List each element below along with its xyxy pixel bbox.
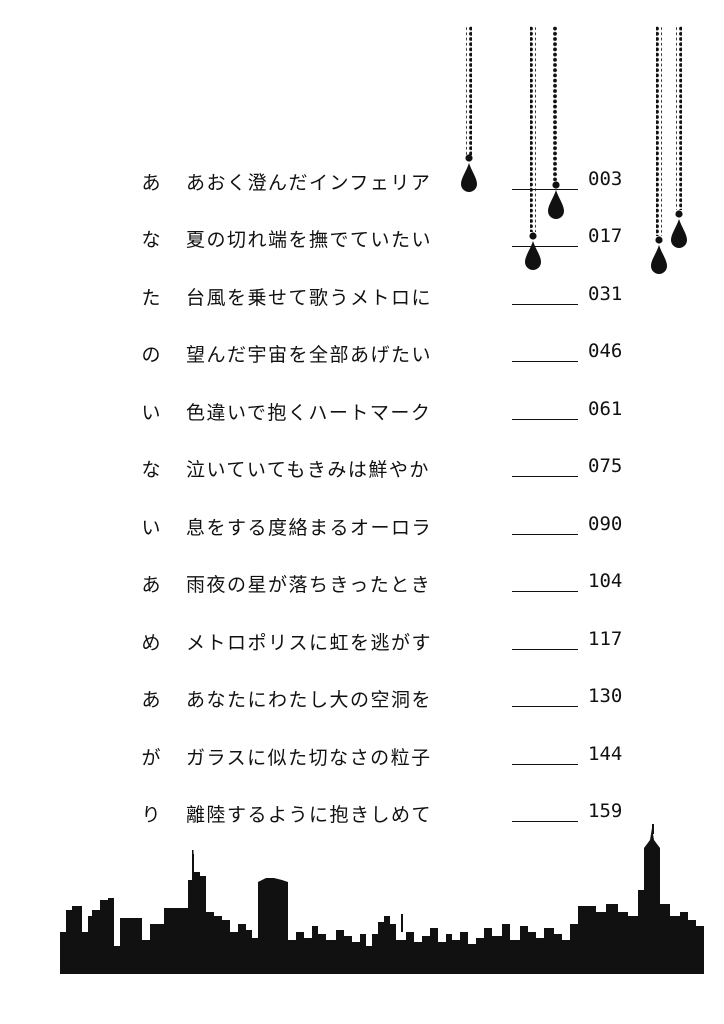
- toc-entry: め メトロポリスに虹を逃がす 117: [0, 620, 724, 660]
- page-number: 130: [588, 685, 623, 707]
- drop-chain-3: [548, 26, 564, 219]
- page-number: 017: [588, 225, 623, 247]
- teardrop-icon: [461, 163, 477, 192]
- toc-entry: が ガラスに似た切なさの粒子 144: [0, 735, 724, 775]
- teardrop-icon: [651, 245, 667, 274]
- skyline-antenna: [192, 850, 194, 858]
- acrostic-initial: め: [141, 632, 161, 654]
- drop-chain-4: [651, 26, 667, 274]
- leader-line: [512, 821, 578, 822]
- acrostic-initial: り: [141, 804, 161, 826]
- leader-line: [512, 591, 578, 592]
- drop-chain-1: [461, 26, 477, 192]
- acrostic-initial: い: [141, 517, 161, 539]
- chapter-title: あおく澄んだインフェリア: [186, 172, 432, 194]
- chapter-title: メトロポリスに虹を逃がす: [186, 632, 433, 654]
- leader-line: [512, 764, 578, 765]
- chapter-title: 望んだ宇宙を全部あげたい: [186, 344, 433, 366]
- page-number: 046: [588, 340, 623, 362]
- chapter-title: 雨夜の星が落ちきったとき: [186, 574, 432, 596]
- toc-entry: な 夏の切れ端を撫でていたい 017: [0, 217, 724, 257]
- chapter-title: 息をする度絡まるオーロラ: [186, 517, 433, 539]
- page-number: 075: [588, 455, 623, 477]
- chapter-title: 色違いで抱くハートマーク: [186, 402, 432, 424]
- chapter-title: 夏の切れ端を撫でていたい: [186, 229, 433, 251]
- teardrop-icon: [671, 219, 687, 248]
- leader-line: [512, 189, 578, 190]
- toc-entry: あ あおく澄んだインフェリア 003: [0, 160, 724, 200]
- skyline-antenna: [652, 824, 654, 834]
- skyline-shape: [60, 828, 704, 974]
- chapter-title: 離陸するように抱きしめて: [186, 804, 433, 826]
- chapter-title: あなたにわたし大の空洞を: [186, 689, 433, 711]
- city-skyline-silhouette: [60, 824, 704, 974]
- toc-entry: い 息をする度絡まるオーロラ 090: [0, 505, 724, 545]
- drop-chain-5: [671, 26, 687, 248]
- toc-entry: な 泣いていてもきみは鮮やか 075: [0, 447, 724, 487]
- leader-line: [512, 706, 578, 707]
- toc-entry: あ あなたにわたし大の空洞を 130: [0, 677, 724, 717]
- acrostic-initial: あ: [141, 689, 161, 711]
- page-number: 090: [588, 513, 623, 535]
- drop-chain-2: [525, 26, 541, 270]
- teardrop-icon: [548, 190, 564, 219]
- page-number: 061: [588, 398, 623, 420]
- acrostic-initial: い: [141, 402, 161, 424]
- leader-line: [512, 534, 578, 535]
- leader-line: [512, 304, 578, 305]
- leader-line: [512, 476, 578, 477]
- leader-line: [512, 649, 578, 650]
- leader-line: [512, 419, 578, 420]
- acrostic-initial: な: [141, 459, 161, 481]
- page-number: 117: [588, 628, 623, 650]
- acrostic-initial: な: [141, 229, 161, 251]
- toc-entry: い 色違いで抱くハートマーク 061: [0, 390, 724, 430]
- toc-entry: た 台風を乗せて歌うメトロに 031: [0, 275, 724, 315]
- chapter-title: 台風を乗せて歌うメトロに: [186, 287, 433, 309]
- page-number: 031: [588, 283, 623, 305]
- leader-line: [512, 246, 578, 247]
- leader-line: [512, 361, 578, 362]
- toc-entry: あ 雨夜の星が落ちきったとき 104: [0, 562, 724, 602]
- page-number: 144: [588, 743, 623, 765]
- skyline-antenna: [401, 914, 403, 932]
- page-number: 159: [588, 800, 623, 822]
- toc-entry: り 離陸するように抱きしめて 159: [0, 792, 724, 832]
- acrostic-initial: が: [141, 747, 161, 769]
- acrostic-initial: あ: [141, 574, 161, 596]
- teardrop-icon: [525, 241, 541, 270]
- toc-entry: の 望んだ宇宙を全部あげたい 046: [0, 332, 724, 372]
- chapter-title: 泣いていてもきみは鮮やか: [186, 459, 430, 481]
- acrostic-initial: た: [141, 287, 161, 309]
- chapter-title: ガラスに似た切なさの粒子: [186, 747, 432, 769]
- acrostic-initial: の: [141, 344, 161, 366]
- acrostic-initial: あ: [141, 172, 161, 194]
- page-number: 104: [588, 570, 623, 592]
- page-number: 003: [588, 168, 623, 190]
